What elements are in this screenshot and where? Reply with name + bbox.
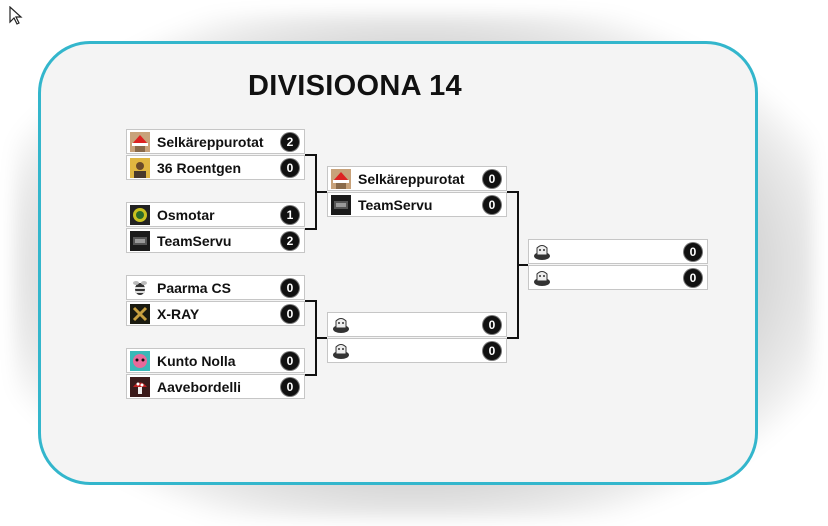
team-name: X-RAY — [157, 306, 200, 322]
gold-x-logo-icon — [130, 304, 150, 324]
pink-teal-face-logo-icon — [130, 351, 150, 371]
placeholder-shield-logo-icon — [534, 245, 550, 260]
team-slot[interactable]: Kunto Nolla 0 — [126, 348, 305, 373]
team-name: Osmotar — [157, 207, 215, 223]
dark-photo-logo-icon — [130, 231, 150, 251]
score-badge: 0 — [684, 243, 702, 261]
team-name: 36 Roentgen — [157, 160, 242, 176]
score-badge: 0 — [281, 378, 299, 396]
placeholder-shield-logo-icon — [333, 344, 349, 359]
score-badge: 0 — [281, 352, 299, 370]
team-slot[interactable]: Selkäreppurotat 2 — [126, 129, 305, 154]
team-slot[interactable]: 0 — [528, 265, 708, 290]
santa-hat-logo-icon — [331, 169, 351, 189]
score-badge: 0 — [281, 305, 299, 323]
team-slot[interactable]: 0 — [327, 312, 507, 337]
dark-photo-logo-icon — [331, 195, 351, 215]
yellow-portrait-logo-icon — [130, 158, 150, 178]
bee-logo-icon — [130, 278, 150, 298]
mushroom-logo-icon — [130, 377, 150, 397]
team-name: Paarma CS — [157, 280, 231, 296]
score-badge: 0 — [281, 159, 299, 177]
score-badge: 2 — [281, 232, 299, 250]
score-badge: 0 — [684, 269, 702, 287]
team-slot[interactable]: 0 — [528, 239, 708, 264]
division-title: DIVISIOONA 14 — [248, 70, 462, 102]
green-yellow-emblem-logo-icon — [130, 205, 150, 225]
score-badge: 0 — [281, 279, 299, 297]
score-badge: 0 — [483, 316, 501, 334]
team-slot[interactable]: Osmotar 1 — [126, 202, 305, 227]
team-slot[interactable]: Paarma CS 0 — [126, 275, 305, 300]
mouse-cursor-icon — [9, 6, 23, 25]
team-name: Selkäreppurotat — [358, 171, 465, 187]
team-slot[interactable]: Selkäreppurotat 0 — [327, 166, 507, 191]
team-slot[interactable]: TeamServu 2 — [126, 228, 305, 253]
team-slot[interactable]: 36 Roentgen 0 — [126, 155, 305, 180]
score-badge: 0 — [483, 170, 501, 188]
placeholder-shield-logo-icon — [333, 318, 349, 333]
team-name: TeamServu — [358, 197, 433, 213]
team-slot[interactable]: X-RAY 0 — [126, 301, 305, 326]
score-badge: 0 — [483, 342, 501, 360]
score-badge: 2 — [281, 133, 299, 151]
team-name: TeamServu — [157, 233, 232, 249]
placeholder-shield-logo-icon — [534, 271, 550, 286]
team-slot[interactable]: TeamServu 0 — [327, 192, 507, 217]
score-badge: 0 — [483, 196, 501, 214]
team-name: Selkäreppurotat — [157, 134, 264, 150]
team-slot[interactable]: Aavebordelli 0 — [126, 374, 305, 399]
santa-hat-logo-icon — [130, 132, 150, 152]
team-name: Aavebordelli — [157, 379, 242, 395]
team-name: Kunto Nolla — [157, 353, 236, 369]
score-badge: 1 — [281, 206, 299, 224]
team-slot[interactable]: 0 — [327, 338, 507, 363]
